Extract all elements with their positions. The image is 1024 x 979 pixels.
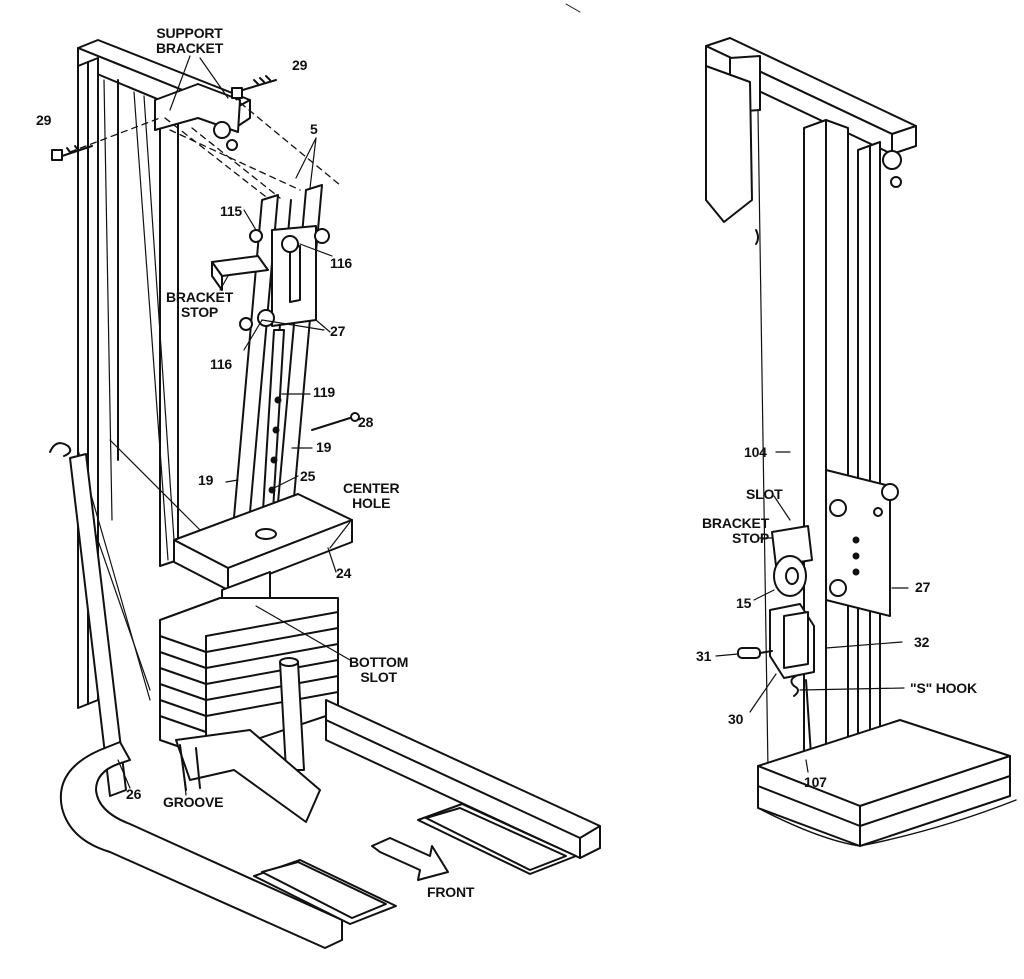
label-part-107: 107: [804, 774, 827, 790]
label-part-29-top: 29: [292, 57, 308, 73]
right-bracket-stop: [771, 525, 813, 567]
label-bracket-stop: BRACKET STOP: [166, 289, 234, 320]
label-part-27: 27: [330, 323, 346, 339]
label-center-hole: CENTER HOLE: [343, 480, 400, 511]
label-part-19-left: 19: [198, 472, 214, 488]
top-weight-plate-24: [173, 493, 353, 591]
label-part-116-lower: 116: [210, 356, 232, 372]
right-leader-lines: [715, 451, 909, 773]
foot-pad-rear: [417, 803, 577, 875]
right-carriage-plate: [825, 469, 899, 617]
pin-28: [311, 412, 360, 431]
support-bracket-part: [154, 83, 241, 151]
left-gym-assembly: [49, 39, 601, 949]
label-front: FRONT: [427, 884, 475, 900]
right-weight-stack-base: [757, 719, 1011, 847]
foot-pad-front: [253, 859, 397, 925]
label-right-part-27: 27: [915, 579, 931, 595]
left-cable-hook: [49, 442, 72, 457]
label-part-25: 25: [300, 468, 316, 484]
label-part-24: 24: [336, 565, 352, 581]
label-part-26: 26: [126, 786, 142, 802]
assembly-guide-lines: [69, 95, 341, 201]
left-front-leg: [69, 453, 127, 797]
right-floor-edge: [757, 799, 1017, 847]
bolt-29-top: [231, 75, 277, 99]
label-part-104: 104: [744, 444, 767, 460]
label-right-bracket-stop: BRACKET STOP: [702, 515, 770, 546]
bracket-stop-part: [211, 255, 269, 291]
label-part-30: 30: [728, 711, 744, 727]
bracket-30: [769, 603, 815, 679]
left-leader-lines: [117, 55, 351, 796]
label-part-115: 115: [220, 203, 242, 219]
label-part-5: 5: [310, 121, 318, 137]
s-hook-part: [790, 675, 799, 697]
right-cable-shroud: [705, 65, 753, 223]
front-post: [279, 657, 305, 771]
front-arrow: [371, 837, 449, 881]
label-part-32: 32: [914, 634, 930, 650]
bolt-29-left: [51, 145, 93, 161]
right-cable-clip: [755, 229, 759, 245]
right-cable: [757, 109, 769, 771]
label-part-116-upper: 116: [330, 255, 352, 271]
label-bottom-slot: BOTTOM SLOT: [349, 654, 409, 685]
label-support-bracket: SUPPORT BRACKET: [156, 25, 224, 56]
label-groove: GROOVE: [163, 794, 224, 810]
base-frame: [59, 699, 601, 949]
label-part-19-right: 19: [316, 439, 332, 455]
corner-mark: [565, 3, 581, 13]
label-part-31: 31: [696, 648, 712, 664]
left-front-upright: [159, 104, 179, 567]
label-part-29-left: 29: [36, 112, 52, 128]
label-part-28: 28: [358, 414, 374, 430]
label-s-hook: "S" HOOK: [910, 680, 977, 696]
carriage-plate-27: [239, 225, 330, 331]
right-front-tower: [803, 119, 881, 769]
label-part-15: 15: [736, 595, 752, 611]
label-slot: SLOT: [746, 486, 783, 502]
pulley-15: [773, 555, 807, 597]
right-gym-assembly: [705, 37, 1017, 847]
label-part-119: 119: [313, 384, 335, 400]
pin-31: [737, 647, 773, 659]
